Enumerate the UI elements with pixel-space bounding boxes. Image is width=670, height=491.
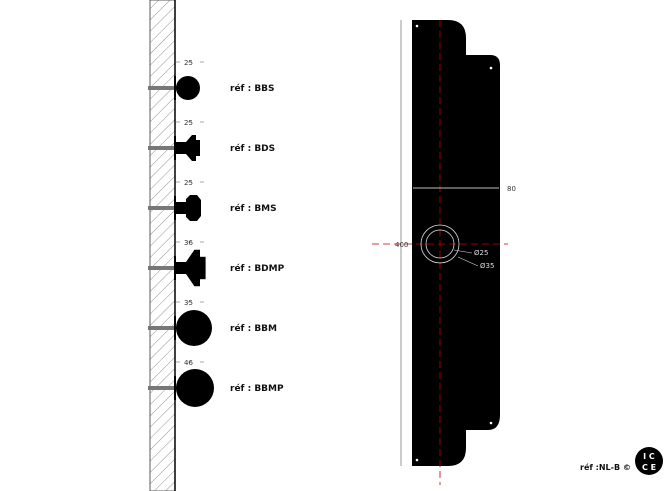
knob-bbs: 25 réf : BBS <box>148 59 275 100</box>
door-plate <box>412 20 500 466</box>
offset-dimension: 46 <box>184 359 193 367</box>
knob-bms: 25 réf : BMS <box>148 179 277 221</box>
offset-dimension: 25 <box>184 179 193 187</box>
plate-height-dim: 400 <box>395 241 408 249</box>
knob-bbmp: 46 réf : BBMP <box>148 359 284 407</box>
inner-rosette-circle <box>425 229 455 259</box>
offset-dimension: 25 <box>184 119 193 127</box>
knob-reference-label: réf : BMS <box>230 203 277 214</box>
knob-reference-label: réf : BBM <box>230 323 277 334</box>
offset-dimension: 36 <box>184 239 193 247</box>
wall-section <box>149 0 176 491</box>
outer-rosette-circle <box>420 224 460 264</box>
outer-diameter-dim: Ø35 <box>480 262 494 270</box>
knob-reference-label: réf : BDMP <box>230 263 285 274</box>
footer-ref: réf :NL-B © <box>580 462 631 472</box>
knob-bbm: 35 réf : BBM <box>148 299 277 346</box>
knob-reference-label: réf : BDS <box>230 143 275 154</box>
inner-diameter-dim: Ø25 <box>474 249 488 257</box>
knob-reference-label: réf : BBS <box>230 83 275 94</box>
svg-text:I C: I C <box>643 452 655 461</box>
knob-bdmp: 36 réf : BDMP <box>148 239 285 287</box>
brand-logo: I C C E <box>635 447 663 475</box>
plate-width-dim: 80 <box>507 185 516 193</box>
svg-text:C E: C E <box>642 463 656 472</box>
knob-reference-label: réf : BBMP <box>230 383 284 394</box>
plate-drawing: 80 400 Ø25 Ø35 <box>372 20 516 485</box>
offset-dimension: 35 <box>184 299 193 307</box>
knob-bds: 25 réf : BDS <box>148 119 275 161</box>
offset-dimension: 25 <box>184 59 193 67</box>
